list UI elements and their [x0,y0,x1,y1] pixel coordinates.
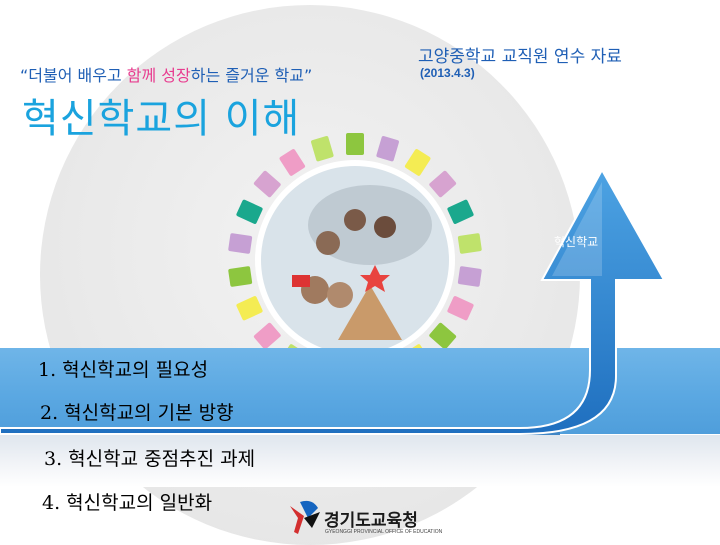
growth-arrow [0,170,666,435]
gyeonggi-logo-icon [290,500,320,534]
photo-person-head [374,216,396,238]
agenda-item-2: 2. 혁신학교의 기본 방향 [40,402,234,424]
band-shadow [0,435,720,487]
ring-tile [429,322,457,350]
ring-tile [376,136,399,162]
agenda-item-3: 3. 혁신학교 중점추진 과제 [44,448,256,470]
agenda-item-4: 4. 혁신학교의 일반화 [42,492,213,514]
photo-flag [292,275,310,287]
ring-tile [457,233,482,254]
ring-tile [236,296,263,321]
arrow-shape [0,170,666,435]
arrow-highlight [552,182,602,276]
photo-pyramid-shelf [338,285,402,340]
ring-tile [447,199,474,224]
ring-tile [279,149,306,176]
date: (2013.4.3) [420,66,475,80]
photo-star-logo [360,265,390,292]
photo-child-head [327,282,353,308]
photo-person-head [316,231,340,255]
ring-tile [253,170,281,198]
slogan-pre: “더불어 배우고 [20,66,127,85]
ring-tile [236,199,263,224]
arrow-label: 혁신학교 [554,235,599,249]
slogan: “더불어 배우고 함께 성장하는 즐거운 학교” [20,62,312,86]
ring-tile [457,266,482,287]
ring-tile [404,149,431,176]
ring-tile [429,170,457,198]
ring-tile [253,322,281,350]
ring-tile [447,296,474,321]
slogan-highlight: 함께 성장 [126,66,191,85]
subtitle: 고양중학교 교직원 연수 자료 [418,47,622,67]
ring-tile [228,233,253,254]
logo-name: 경기도교육청 [324,511,418,531]
logo-subtext: GYEONGGI PROVINCIAL OFFICE OF EDUCATION [325,529,443,535]
photo-person-head [344,209,366,231]
agenda-item-1: 1. 혁신학교의 필요성 [38,359,209,381]
page-title: 혁신학교의 이해 [22,96,301,142]
ring-tile [228,266,253,287]
ring-tile [346,133,364,155]
slogan-post: 하는 즐거운 학교” [190,66,313,85]
ring-tile [311,136,334,162]
